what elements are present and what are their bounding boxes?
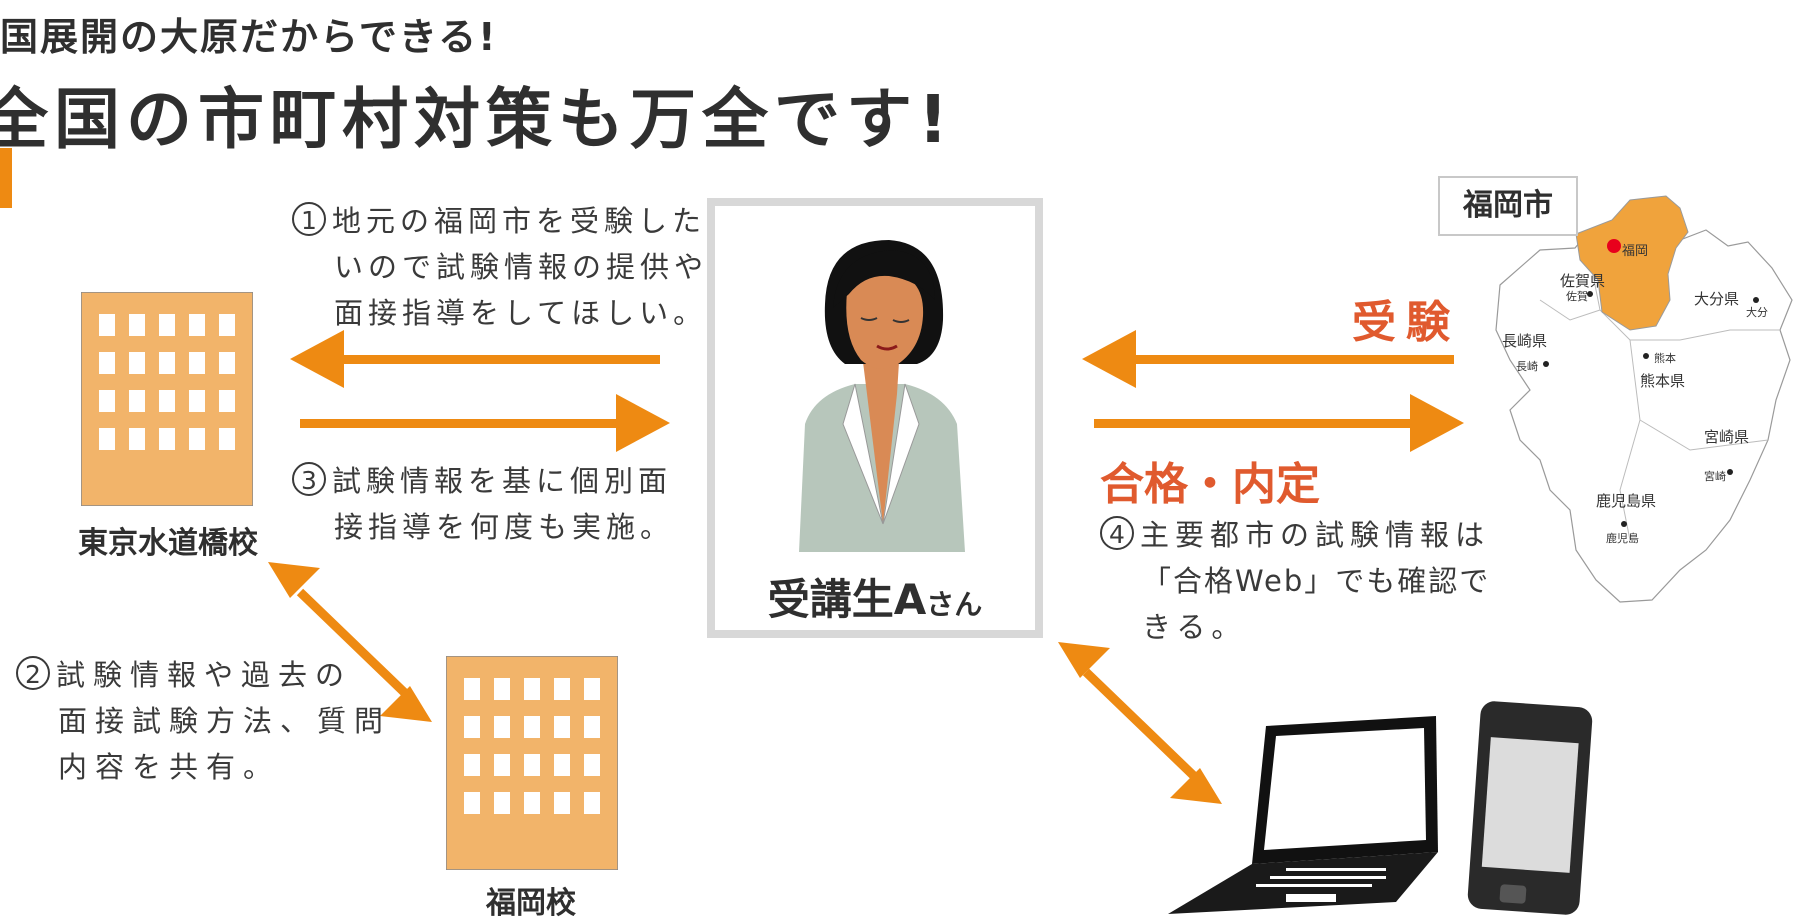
student-honorific: さん [926, 588, 983, 621]
map-pref-oita: 大分県 [1694, 290, 1740, 308]
fukuoka-city-box: 福岡市 [1438, 176, 1578, 236]
arrow-right-bottom [1094, 394, 1464, 452]
page-title: 全国の市町村対策も万全です! [0, 81, 955, 158]
map-city-miyazaki: 宮崎 [1704, 470, 1726, 483]
step2-line1: 試験情報や過去の [56, 658, 353, 692]
map-pref-saga: 佐賀県 [1560, 272, 1606, 290]
smartphone-icon [1467, 701, 1593, 915]
arrow-right-top [1082, 330, 1454, 388]
step1-line2: いので試験情報の提供や [334, 250, 709, 284]
student-card: 受講生Aさん [707, 198, 1043, 638]
arrow-devices-double [1058, 642, 1222, 804]
kyushu-map-icon [1495, 195, 1793, 603]
building-fukuoka-icon [446, 656, 618, 870]
student-name: 受講生Aさん [715, 566, 1035, 627]
map-pref-miyazaki: 宮崎県 [1704, 428, 1750, 446]
map-city-fukuoka: 福岡 [1622, 244, 1649, 259]
laptop-icon [1168, 716, 1438, 914]
map-pref-nagasaki: 長崎県 [1502, 332, 1548, 350]
building-tokyo-icon [81, 292, 253, 506]
step2-line3: 内容を共有。 [58, 750, 281, 784]
map-city-kagoshima: 鹿児島 [1606, 532, 1639, 545]
arrow-schools-double [268, 562, 432, 722]
step1-number: 1 [292, 202, 326, 236]
step3-line2: 接指導を何度も実施。 [334, 510, 675, 544]
step3-line1: 試験情報を基に個別面 [332, 464, 673, 498]
tokyo-school-label: 東京水道橋校 [78, 526, 258, 561]
student-name-text: 受講生A [767, 575, 927, 624]
step2-number: 2 [16, 656, 50, 690]
header-subtitle: 国展開の大原だからできる! [0, 15, 498, 59]
step1-line3: 面接指導をしてほしい。 [334, 296, 708, 330]
step4-number: 4 [1100, 516, 1134, 550]
accent-bar [0, 148, 12, 208]
student-woman-icon [799, 240, 965, 552]
arrow-left-top [290, 330, 660, 388]
pass-offer-label: 合格・内定 [1100, 459, 1320, 510]
step2-line2: 面接試験方法、質問 [58, 704, 392, 738]
arrow-left-bottom [300, 394, 670, 452]
step4-line3: きる。 [1142, 610, 1247, 644]
map-pref-kagoshima: 鹿児島県 [1596, 492, 1657, 510]
step3-number: 3 [292, 462, 326, 496]
map-city-oita: 大分 [1746, 306, 1768, 319]
map-city-saga: 佐賀 [1566, 290, 1588, 303]
map-city-kumamoto: 熊本 [1654, 352, 1676, 365]
fukuoka-prefecture-shape [1575, 195, 1689, 331]
fukuoka-school-label: 福岡校 [486, 886, 576, 921]
step4-line2: 「合格Web」でも確認で [1142, 564, 1491, 598]
step4-line1: 主要都市の試験情報は [1140, 518, 1491, 552]
map-city-nagasaki: 長崎 [1516, 360, 1538, 373]
map-pref-kumamoto: 熊本県 [1640, 372, 1686, 390]
step1-line1: 地元の福岡市を受験した [332, 204, 707, 238]
exam-label: 受験 [1352, 297, 1460, 348]
